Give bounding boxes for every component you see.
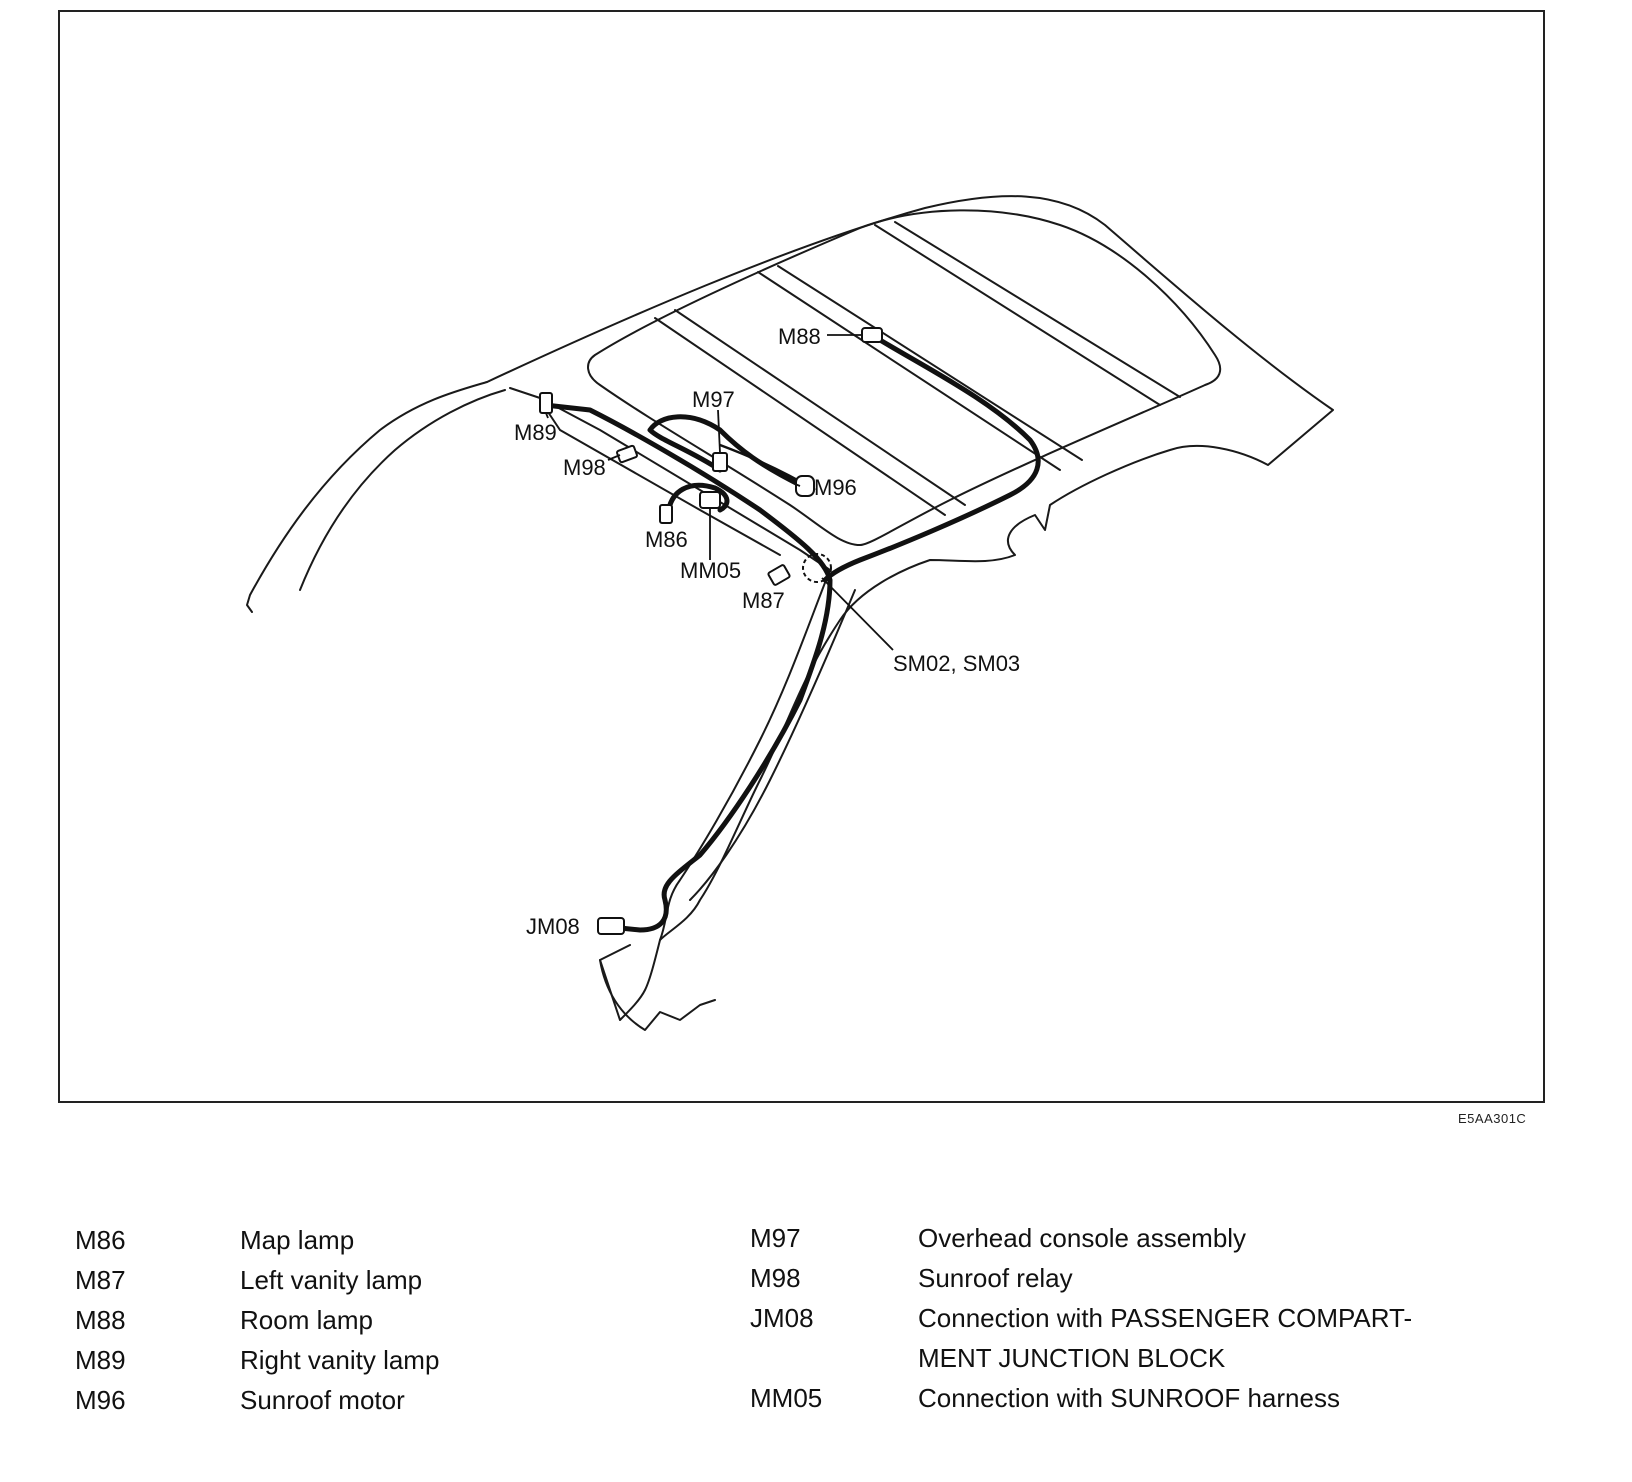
lower-panel <box>599 959 716 1031</box>
legend-code: M86 <box>75 1225 126 1255</box>
legend-right: M97 Overhead console assembly M98 Sunroo… <box>750 1223 1510 1425</box>
connector-m98 <box>616 444 638 464</box>
legend-code: JM08 <box>750 1303 814 1333</box>
harness-room-lamp <box>822 337 1041 583</box>
panel-line <box>777 265 1083 461</box>
front-header-lower <box>539 399 781 556</box>
splice-circle <box>802 553 832 583</box>
connector-m87 <box>767 564 791 586</box>
panel-line <box>894 221 1181 398</box>
roof-harness-diagram: M88 M97 M89 M98 M96 M86 MM05 M87 SM02, S… <box>246 195 1334 1031</box>
panel-line <box>674 309 966 506</box>
connector-m89 <box>539 392 553 414</box>
leader-m97 <box>717 409 721 454</box>
leader-m89 <box>545 412 549 419</box>
label-jm08: JM08 <box>526 914 580 939</box>
legend-desc: Left vanity lamp <box>240 1265 423 1295</box>
label-m87: M87 <box>742 588 785 613</box>
diagram-frame <box>58 10 1545 1103</box>
leader-sm02 <box>821 577 894 651</box>
label-m88: M88 <box>778 324 821 349</box>
legend-code: M97 <box>750 1223 801 1253</box>
legend-code: M87 <box>75 1265 126 1295</box>
legend-left: M86 Map lamp M87 Left vanity lamp M88 Ro… <box>75 1225 695 1425</box>
legend-code: MM05 <box>750 1383 823 1413</box>
label-m98: M98 <box>563 455 606 480</box>
legend-desc: MENT JUNCTION BLOCK <box>918 1343 1226 1373</box>
windshield-inner <box>299 389 506 591</box>
rear-pillar-outer <box>659 569 831 941</box>
legend-code: M98 <box>750 1263 801 1293</box>
roof-outline <box>486 195 1334 1021</box>
harness-console <box>647 414 803 488</box>
legend-code: M96 <box>75 1385 126 1415</box>
harness-map-lamp <box>665 482 730 518</box>
front-header <box>509 387 831 571</box>
legend-code: M89 <box>75 1345 126 1375</box>
connector-m96 <box>795 475 815 497</box>
label-mm05: MM05 <box>680 558 741 583</box>
panel-line <box>757 271 1061 471</box>
connector-m86 <box>659 504 673 524</box>
legend-desc: Sunroof motor <box>240 1385 405 1415</box>
connector-m88 <box>861 327 883 343</box>
label-m89: M89 <box>514 420 557 445</box>
legend-desc: Right vanity lamp <box>240 1345 440 1375</box>
sunroof-opening <box>587 209 1222 546</box>
label-m86: M86 <box>645 527 688 552</box>
legend-desc: Map lamp <box>240 1225 355 1255</box>
connector-m97 <box>712 452 728 472</box>
panel-line <box>874 224 1161 406</box>
leader-m96 <box>794 483 801 487</box>
panel-line <box>654 317 946 516</box>
rear-pillar-inner <box>689 589 856 901</box>
label-m96: M96 <box>814 475 857 500</box>
legend-desc: Sunroof relay <box>918 1263 1073 1293</box>
legend-desc: Overhead console assembly <box>918 1223 1247 1253</box>
windshield-edge <box>246 381 488 613</box>
legend-desc: Connection with PASSENGER COMPART- <box>918 1303 1413 1333</box>
figure-code: E5AA301C <box>1458 1111 1527 1126</box>
label-m97: M97 <box>692 387 735 412</box>
harness-main <box>542 402 833 933</box>
connector-jm08 <box>597 917 625 935</box>
legend-desc: Room lamp <box>240 1305 373 1335</box>
connector-mm05 <box>699 491 721 509</box>
legend-desc: Connection with SUNROOF harness <box>918 1383 1340 1413</box>
leader-m98 <box>607 454 621 461</box>
label-sm02-sm03: SM02, SM03 <box>893 651 1020 676</box>
legend-code: M88 <box>75 1305 126 1335</box>
